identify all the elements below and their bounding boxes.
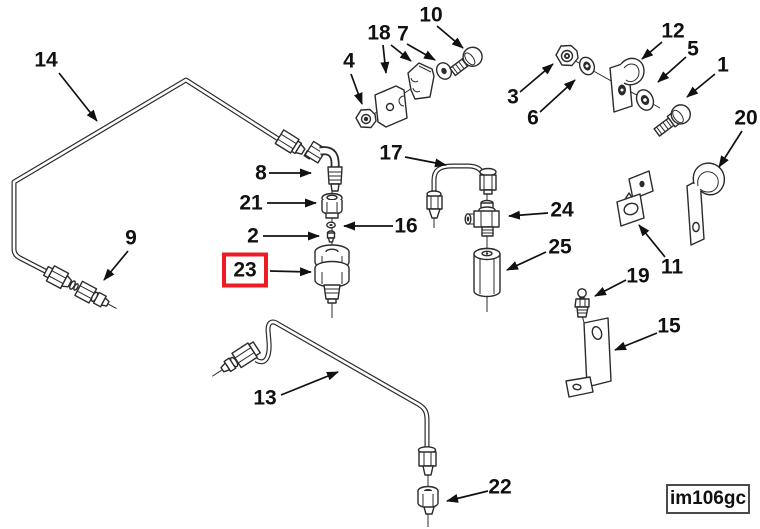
part-21-fitting-drawing bbox=[321, 192, 343, 219]
part-6-washer-drawing bbox=[578, 56, 596, 76]
callout-24[interactable]: 24 bbox=[550, 198, 574, 222]
callout-2[interactable]: 2 bbox=[247, 224, 259, 248]
callout-10[interactable]: 10 bbox=[419, 3, 443, 27]
callout-22[interactable]: 22 bbox=[488, 475, 512, 499]
part-20-clamp-drawing bbox=[686, 162, 726, 246]
part-10-bolt-drawing bbox=[449, 46, 483, 77]
callout-7[interactable]: 7 bbox=[397, 22, 409, 46]
part-5-washer-drawing bbox=[635, 89, 655, 111]
callout-arrows bbox=[58, 25, 743, 503]
part-9-fitting-drawing bbox=[42, 265, 117, 309]
callout-9[interactable]: 9 bbox=[125, 226, 137, 250]
part-25-coupling-drawing bbox=[473, 247, 501, 298]
callout-20[interactable]: 20 bbox=[734, 106, 758, 130]
part-23-fitting-drawing bbox=[314, 244, 350, 304]
part-13-tube-drawing bbox=[212, 319, 437, 476]
part-22-fitting-drawing bbox=[417, 485, 439, 515]
callout-11[interactable]: 11 bbox=[660, 255, 684, 279]
part-15-bracket-drawing bbox=[565, 317, 612, 398]
callout-25[interactable]: 25 bbox=[548, 235, 572, 259]
part-11-bracket-drawing bbox=[616, 170, 654, 227]
callout-8[interactable]: 8 bbox=[255, 161, 267, 185]
part-2-plug-drawing bbox=[326, 230, 336, 243]
callout-3[interactable]: 3 bbox=[507, 85, 519, 109]
part-12-clamp-drawing bbox=[609, 57, 645, 113]
part-4-nut-drawing bbox=[355, 108, 377, 129]
callout-1[interactable]: 1 bbox=[717, 53, 729, 77]
part-19-fitting-drawing bbox=[574, 288, 590, 318]
callout-13[interactable]: 13 bbox=[253, 386, 277, 410]
part-16-oring-drawing bbox=[326, 221, 336, 229]
callout-12[interactable]: 12 bbox=[661, 19, 685, 43]
part-3-nut-drawing bbox=[555, 44, 579, 67]
callout-23-highlighted[interactable]: 23 bbox=[222, 252, 268, 288]
callout-21[interactable]: 21 bbox=[239, 191, 263, 215]
callout-18[interactable]: 18 bbox=[367, 21, 391, 45]
part-1-bolt-drawing bbox=[653, 104, 691, 137]
callout-14[interactable]: 14 bbox=[34, 48, 58, 72]
part-24-valve-drawing bbox=[464, 199, 500, 237]
part-14-tube-drawing bbox=[11, 77, 314, 275]
callout-15[interactable]: 15 bbox=[657, 314, 681, 338]
image-code-badge: im106gc bbox=[666, 484, 750, 514]
part-8-elbow-drawing bbox=[304, 140, 343, 192]
part-7-washer-drawing bbox=[435, 62, 453, 80]
part-17-tube-drawing bbox=[426, 163, 497, 228]
callout-19[interactable]: 19 bbox=[626, 264, 650, 288]
callout-5[interactable]: 5 bbox=[687, 37, 699, 61]
callout-17[interactable]: 17 bbox=[379, 141, 403, 165]
callout-16[interactable]: 16 bbox=[394, 214, 418, 238]
callout-4[interactable]: 4 bbox=[343, 49, 355, 73]
part-18-clamp-blocks-drawing bbox=[374, 62, 435, 128]
callout-6[interactable]: 6 bbox=[527, 106, 539, 130]
